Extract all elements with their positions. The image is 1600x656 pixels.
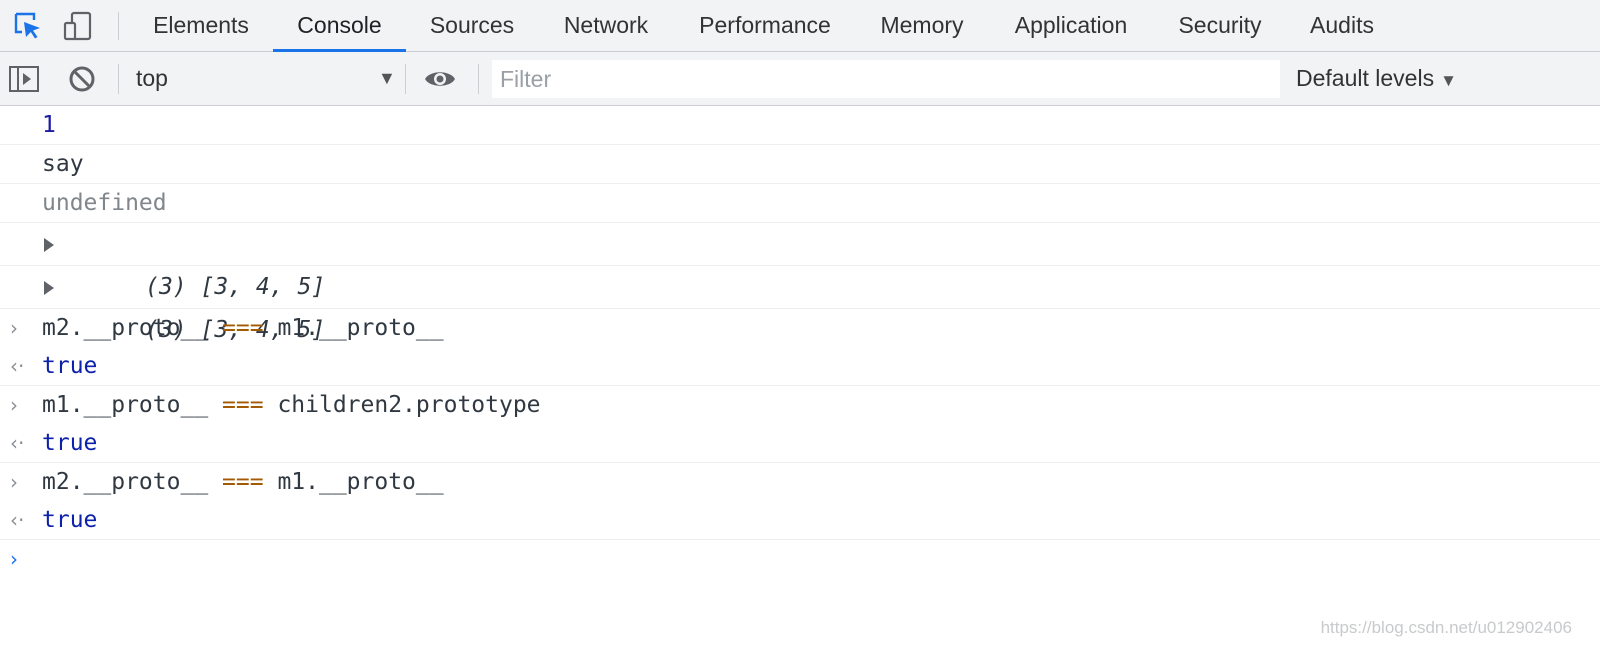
input-prompt-icon: › bbox=[10, 393, 18, 417]
console-evaluation: ›m1.__proto__ === children2.prototype ‹·… bbox=[0, 386, 1600, 463]
devtools-tab-bar: Elements Console Sources Network Perform… bbox=[0, 0, 1600, 52]
filter-input[interactable] bbox=[492, 60, 1280, 98]
console-message: 1 bbox=[0, 106, 1600, 145]
console-message[interactable]: (3) [3, 4, 5] bbox=[0, 223, 1600, 300]
tab-bar-separator bbox=[118, 12, 119, 40]
levels-dropdown-icon: ▼ bbox=[1440, 71, 1457, 90]
context-dropdown-icon[interactable]: ▼ bbox=[378, 68, 396, 88]
console-toolbar: top ▼ Default levels ▼ bbox=[0, 52, 1600, 106]
console-evaluation: ›m2.__proto__ === m1.__proto__ ‹·true bbox=[0, 309, 1600, 386]
watermark: https://blog.csdn.net/u012902406 bbox=[1320, 618, 1572, 637]
tab-performance[interactable]: Performance bbox=[699, 12, 831, 38]
console-output: 1 say undefined (3) [3, 4, 5] (3) [3, 4,… bbox=[0, 106, 1600, 578]
log-value: say bbox=[42, 151, 84, 177]
result-arrow-icon: ‹· bbox=[10, 431, 25, 455]
tab-audits[interactable]: Audits bbox=[1310, 12, 1374, 38]
context-selector[interactable]: top bbox=[136, 65, 168, 91]
inspect-element-icon[interactable] bbox=[12, 10, 44, 42]
toolbar-separator bbox=[405, 64, 406, 94]
log-levels-label: Default levels bbox=[1296, 65, 1435, 91]
tab-console[interactable]: Console bbox=[273, 0, 406, 52]
tab-elements[interactable]: Elements bbox=[153, 12, 249, 38]
toolbar-separator bbox=[118, 64, 119, 94]
device-toolbar-icon[interactable] bbox=[62, 10, 94, 42]
clear-console-icon[interactable] bbox=[66, 63, 98, 95]
prompt-caret-icon: › bbox=[10, 547, 18, 571]
result-arrow-icon: ‹· bbox=[10, 354, 25, 378]
log-levels-dropdown[interactable]: Default levels ▼ bbox=[1296, 52, 1457, 106]
tab-memory[interactable]: Memory bbox=[880, 12, 964, 38]
tab-sources[interactable]: Sources bbox=[429, 12, 515, 38]
console-prompt[interactable]: › bbox=[0, 540, 1600, 578]
input-prompt-icon: › bbox=[10, 316, 18, 340]
console-message: say bbox=[0, 145, 1600, 184]
log-value: 1 bbox=[42, 112, 56, 138]
log-value: undefined bbox=[42, 190, 167, 216]
live-expression-eye-icon[interactable] bbox=[424, 63, 456, 95]
input-prompt-icon: › bbox=[10, 470, 18, 494]
tab-application[interactable]: Application bbox=[1014, 12, 1128, 38]
expand-triangle-icon[interactable] bbox=[44, 281, 54, 295]
console-evaluation: ›m2.__proto__ === m1.__proto__ ‹·true bbox=[0, 463, 1600, 540]
tab-security[interactable]: Security bbox=[1178, 12, 1262, 38]
expand-triangle-icon[interactable] bbox=[44, 238, 54, 252]
show-sidebar-icon[interactable] bbox=[8, 63, 40, 95]
toolbar-separator bbox=[478, 64, 479, 94]
console-message: undefined bbox=[0, 184, 1600, 223]
tab-network[interactable]: Network bbox=[563, 12, 649, 38]
result-arrow-icon: ‹· bbox=[10, 508, 25, 532]
console-message[interactable]: (3) [3, 4, 5] bbox=[0, 266, 1600, 343]
